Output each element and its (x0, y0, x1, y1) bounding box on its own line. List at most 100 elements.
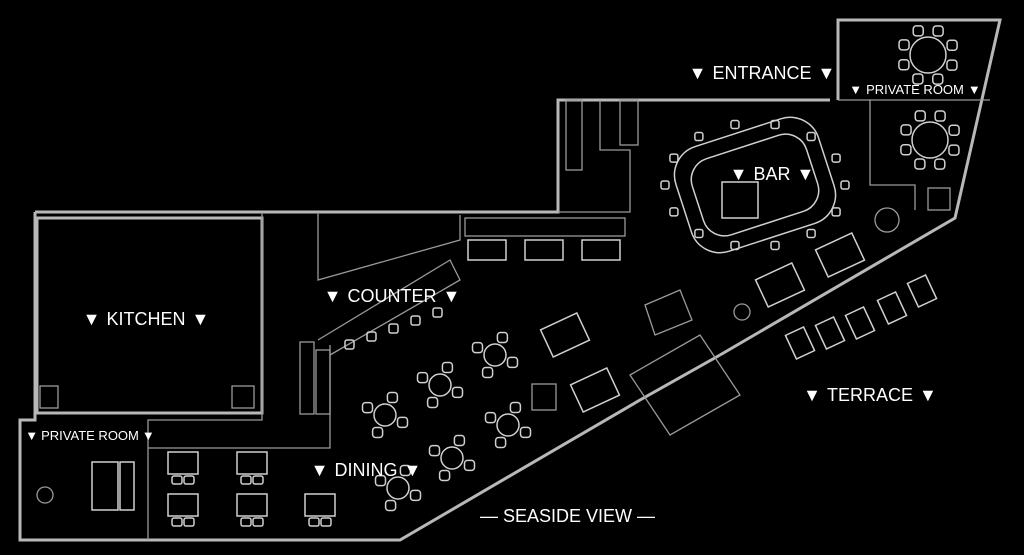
table (304, 493, 336, 517)
label-private-room-bottom-text: PRIVATE ROOM (41, 428, 139, 443)
chair (932, 25, 944, 37)
chair (946, 39, 958, 51)
chair (384, 499, 397, 512)
label-kitchen: ▼KITCHEN▼ (83, 309, 210, 329)
marker-triangle-icon: ▼ (324, 286, 342, 306)
round-table (386, 476, 410, 500)
chair (240, 517, 252, 527)
round-table (496, 413, 520, 437)
table (167, 493, 199, 517)
bar-counter (673, 116, 837, 254)
chair (898, 59, 910, 71)
table (814, 315, 846, 351)
label-dining: ▼DINING▼ (311, 460, 422, 480)
chair (481, 366, 494, 379)
chair (171, 475, 183, 485)
label-bar-text: BAR (753, 164, 790, 184)
chair (932, 73, 944, 85)
chair (371, 426, 384, 439)
chair (463, 459, 476, 472)
bar-stool (730, 119, 740, 130)
chair (252, 475, 264, 485)
bar-stool (840, 180, 850, 190)
table (467, 239, 507, 261)
counter-stool (388, 323, 399, 334)
marker-triangle-icon: ▼ (443, 286, 461, 306)
chair (308, 517, 320, 527)
label-private-room-top-text: PRIVATE ROOM (866, 82, 964, 97)
round-table (373, 403, 397, 427)
table (784, 325, 816, 361)
chair (509, 401, 522, 414)
chair (914, 110, 926, 122)
chair (519, 426, 532, 439)
chair (409, 489, 422, 502)
bar-stool (660, 180, 670, 190)
counter-stool (366, 331, 377, 342)
round-table (428, 373, 452, 397)
bar-stool (806, 131, 816, 142)
marker-triangle-icon: ▼ (968, 82, 981, 97)
table (906, 273, 938, 309)
chair (252, 517, 264, 527)
table (844, 305, 876, 341)
table (539, 311, 591, 359)
marker-triangle-icon: ▼ (25, 428, 38, 443)
bar-stool (806, 228, 816, 239)
chair (428, 444, 441, 457)
round-table (483, 343, 507, 367)
chair (240, 475, 252, 485)
table (119, 461, 135, 511)
table (814, 231, 866, 279)
label-counter: ▼COUNTER▼ (324, 286, 461, 306)
label-entrance: ▼ENTRANCE▼ (689, 63, 836, 83)
marker-triangle-icon: ▼ (803, 385, 821, 405)
chair (396, 416, 409, 429)
marker-triangle-icon: ▼ (142, 428, 155, 443)
chair (438, 469, 451, 482)
table (91, 461, 119, 511)
label-kitchen-text: KITCHEN (106, 309, 185, 329)
label-terrace-text: TERRACE (827, 385, 913, 405)
chair (914, 158, 926, 170)
bar-stool (770, 119, 780, 130)
bar-stool (831, 207, 841, 217)
bar-stool (694, 228, 704, 239)
table (569, 366, 621, 414)
chair (374, 474, 387, 487)
chair (934, 110, 946, 122)
chair (484, 411, 497, 424)
marker-triangle-icon: ▼ (919, 385, 937, 405)
walls (18, 18, 1002, 542)
counter-stool (344, 339, 355, 350)
chair (496, 331, 509, 344)
chair (471, 341, 484, 354)
chair (900, 144, 912, 156)
round-table (909, 36, 947, 74)
chair (912, 25, 924, 37)
label-bar: ▼BAR▼ (730, 164, 815, 184)
table (876, 290, 908, 326)
marker-triangle-icon: ▼ (797, 164, 815, 184)
chair (948, 144, 960, 156)
chair (399, 464, 412, 477)
label-dining-text: DINING (335, 460, 398, 480)
chair (948, 124, 960, 136)
marker-triangle-icon: ▼ (192, 309, 210, 329)
label-seaside-view: ― SEASIDE VIEW ― (480, 506, 655, 526)
label-entrance-text: ENTRANCE (712, 63, 811, 83)
label-terrace: ▼ TERRACE ▼ (803, 385, 937, 405)
counter-stool (410, 315, 421, 326)
label-private-room-bottom: ▼PRIVATE ROOM▼ (25, 428, 155, 443)
chair (451, 386, 464, 399)
marker-triangle-icon: ▼ (311, 460, 329, 480)
chair (506, 356, 519, 369)
bar-stool (831, 153, 841, 163)
bar-stool (669, 153, 679, 163)
marker-triangle-icon: ▼ (689, 63, 707, 83)
bar-stool (694, 131, 704, 142)
marker-triangle-icon: ▼ (849, 82, 862, 97)
chair (361, 401, 374, 414)
counter-stool (432, 307, 443, 318)
